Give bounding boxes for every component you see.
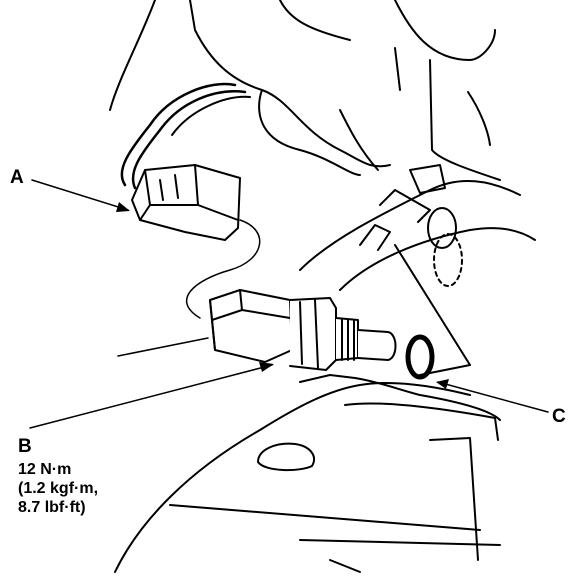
- sensor-wire: [186, 219, 261, 319]
- o-ring-c: [405, 334, 435, 380]
- connector-a: [131, 164, 241, 241]
- leader-lines: [29, 179, 549, 429]
- callout-label-b: B: [18, 436, 32, 457]
- engine-housing: [109, 0, 501, 181]
- arrowhead-a: [116, 202, 130, 212]
- leader-line-sensor-body: [117, 337, 209, 357]
- leader-line-c: [437, 381, 549, 413]
- callout-label-c: C: [552, 406, 566, 427]
- torque-spec-kgfm: (1.2 kgf·m,: [18, 480, 99, 497]
- callout-b-block: B 12 N·m (1.2 kgf·m, 8.7 lbf·ft): [18, 437, 98, 517]
- lower-housing: [114, 374, 501, 573]
- arrowhead-b: [259, 362, 274, 372]
- torque-spec-nm: 12 N·m: [18, 461, 72, 478]
- mounting-bracket: [299, 164, 536, 376]
- sensor-b: [209, 289, 397, 371]
- callout-label-a: A: [10, 167, 24, 188]
- arrowhead-c: [436, 379, 449, 389]
- leader-line-b: [29, 364, 273, 429]
- leader-line-a: [31, 179, 129, 211]
- arrowheads: [116, 202, 449, 389]
- wiring-harness: [120, 82, 251, 190]
- torque-spec-lbfft: 8.7 lbf·ft): [18, 499, 86, 516]
